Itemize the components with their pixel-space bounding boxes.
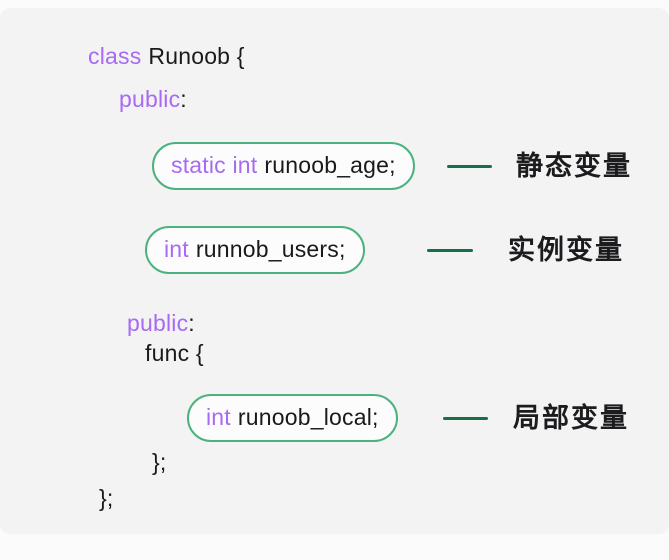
instance-variable-label: 实例变量 <box>508 235 624 265</box>
instance-variable-name: runnob_users; <box>195 236 346 263</box>
local-variable-label: 局部变量 <box>513 403 629 433</box>
function-close-brace: }; <box>152 449 167 475</box>
class-keyword: class <box>88 43 142 69</box>
access-specifier-2: public: <box>127 310 195 336</box>
static-variable-label: 静态变量 <box>516 151 632 181</box>
access-specifier-1: public: <box>119 86 187 112</box>
class-close-brace: }; <box>99 485 114 511</box>
class-name: Runoob { <box>148 43 245 69</box>
int-keyword: int <box>164 236 189 263</box>
int-keyword-local: int <box>206 404 231 431</box>
local-variable-name: runoob_local; <box>237 404 379 431</box>
static-int-keyword: static int <box>171 152 258 179</box>
connector-line-local <box>443 417 488 420</box>
function-declaration-line: func { <box>145 340 204 366</box>
public-keyword: public <box>119 86 181 112</box>
colon-2: : <box>188 310 195 336</box>
colon: : <box>180 86 187 112</box>
static-variable-name: runoob_age; <box>264 152 396 179</box>
public-keyword-2: public <box>127 310 189 336</box>
connector-line-instance <box>427 249 473 252</box>
connector-line-static <box>447 165 492 168</box>
